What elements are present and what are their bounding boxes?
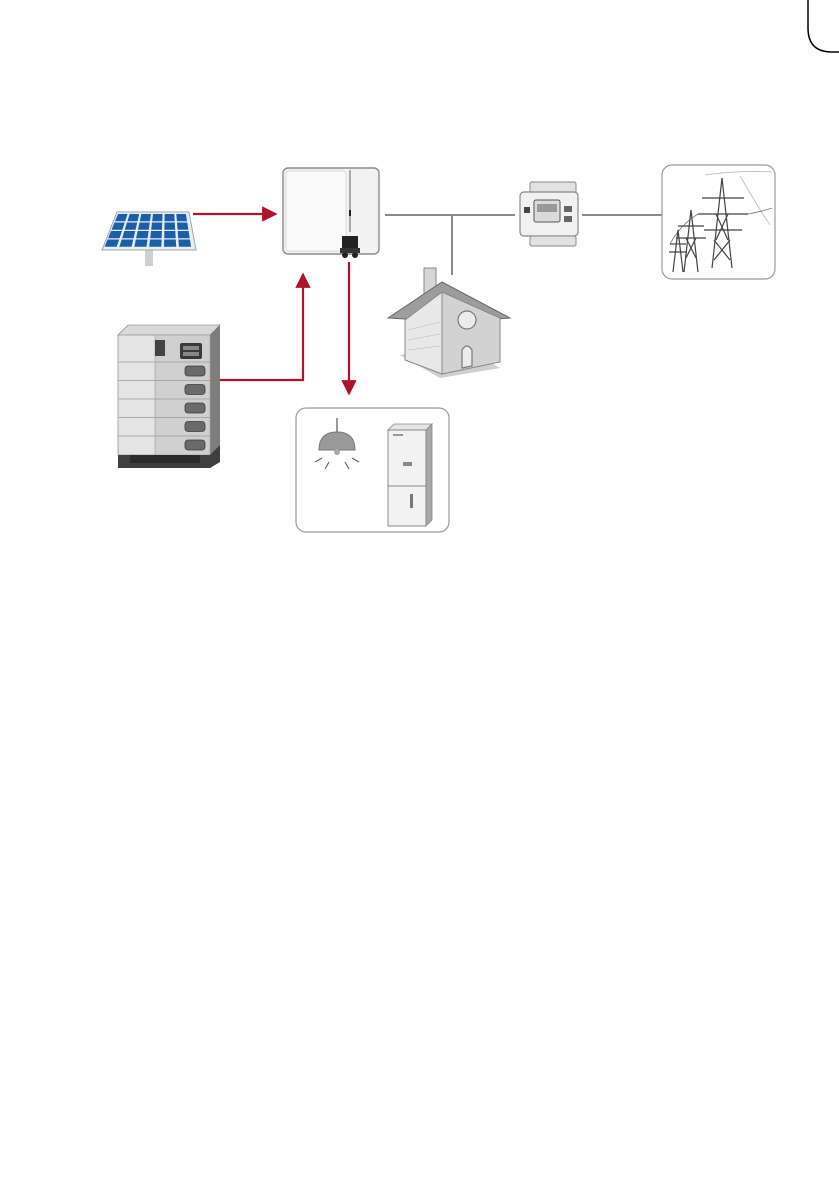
battery-module-handle bbox=[185, 403, 205, 413]
solar-cell bbox=[164, 231, 176, 238]
battery-module-handle bbox=[185, 385, 205, 395]
inverter-icon bbox=[283, 168, 379, 258]
battery-module-handle bbox=[185, 440, 205, 450]
solar-cell bbox=[164, 223, 175, 230]
utility-grid-frame bbox=[662, 165, 775, 279]
refrigerator-icon bbox=[388, 424, 432, 526]
solar-cell bbox=[178, 231, 190, 238]
solar-cell bbox=[149, 240, 161, 247]
solar-cell bbox=[152, 214, 162, 221]
battery-stack-icon bbox=[118, 325, 220, 468]
solar-cell bbox=[165, 214, 175, 221]
battery-module-handle bbox=[185, 366, 205, 376]
solar-cell bbox=[140, 214, 151, 221]
page-corner-tab bbox=[808, 0, 839, 52]
battery-to-inverter-arrow bbox=[220, 274, 303, 380]
solar-cell bbox=[138, 223, 150, 230]
battery-module-handle bbox=[185, 422, 205, 432]
solar-cell bbox=[150, 231, 162, 238]
solar-cell bbox=[122, 231, 135, 238]
solar-cell bbox=[177, 223, 188, 230]
solar-cell bbox=[119, 240, 133, 247]
solar-cell bbox=[134, 240, 147, 247]
house-icon bbox=[388, 268, 510, 378]
backup-loads-frame bbox=[296, 408, 449, 532]
solar-panel-icon bbox=[102, 212, 196, 266]
energy-meter-icon bbox=[520, 182, 578, 246]
solar-cell bbox=[176, 214, 187, 221]
solar-cell bbox=[136, 231, 148, 238]
solar-cell bbox=[164, 240, 176, 247]
solar-cell bbox=[151, 223, 162, 230]
solar-cell bbox=[178, 240, 191, 247]
